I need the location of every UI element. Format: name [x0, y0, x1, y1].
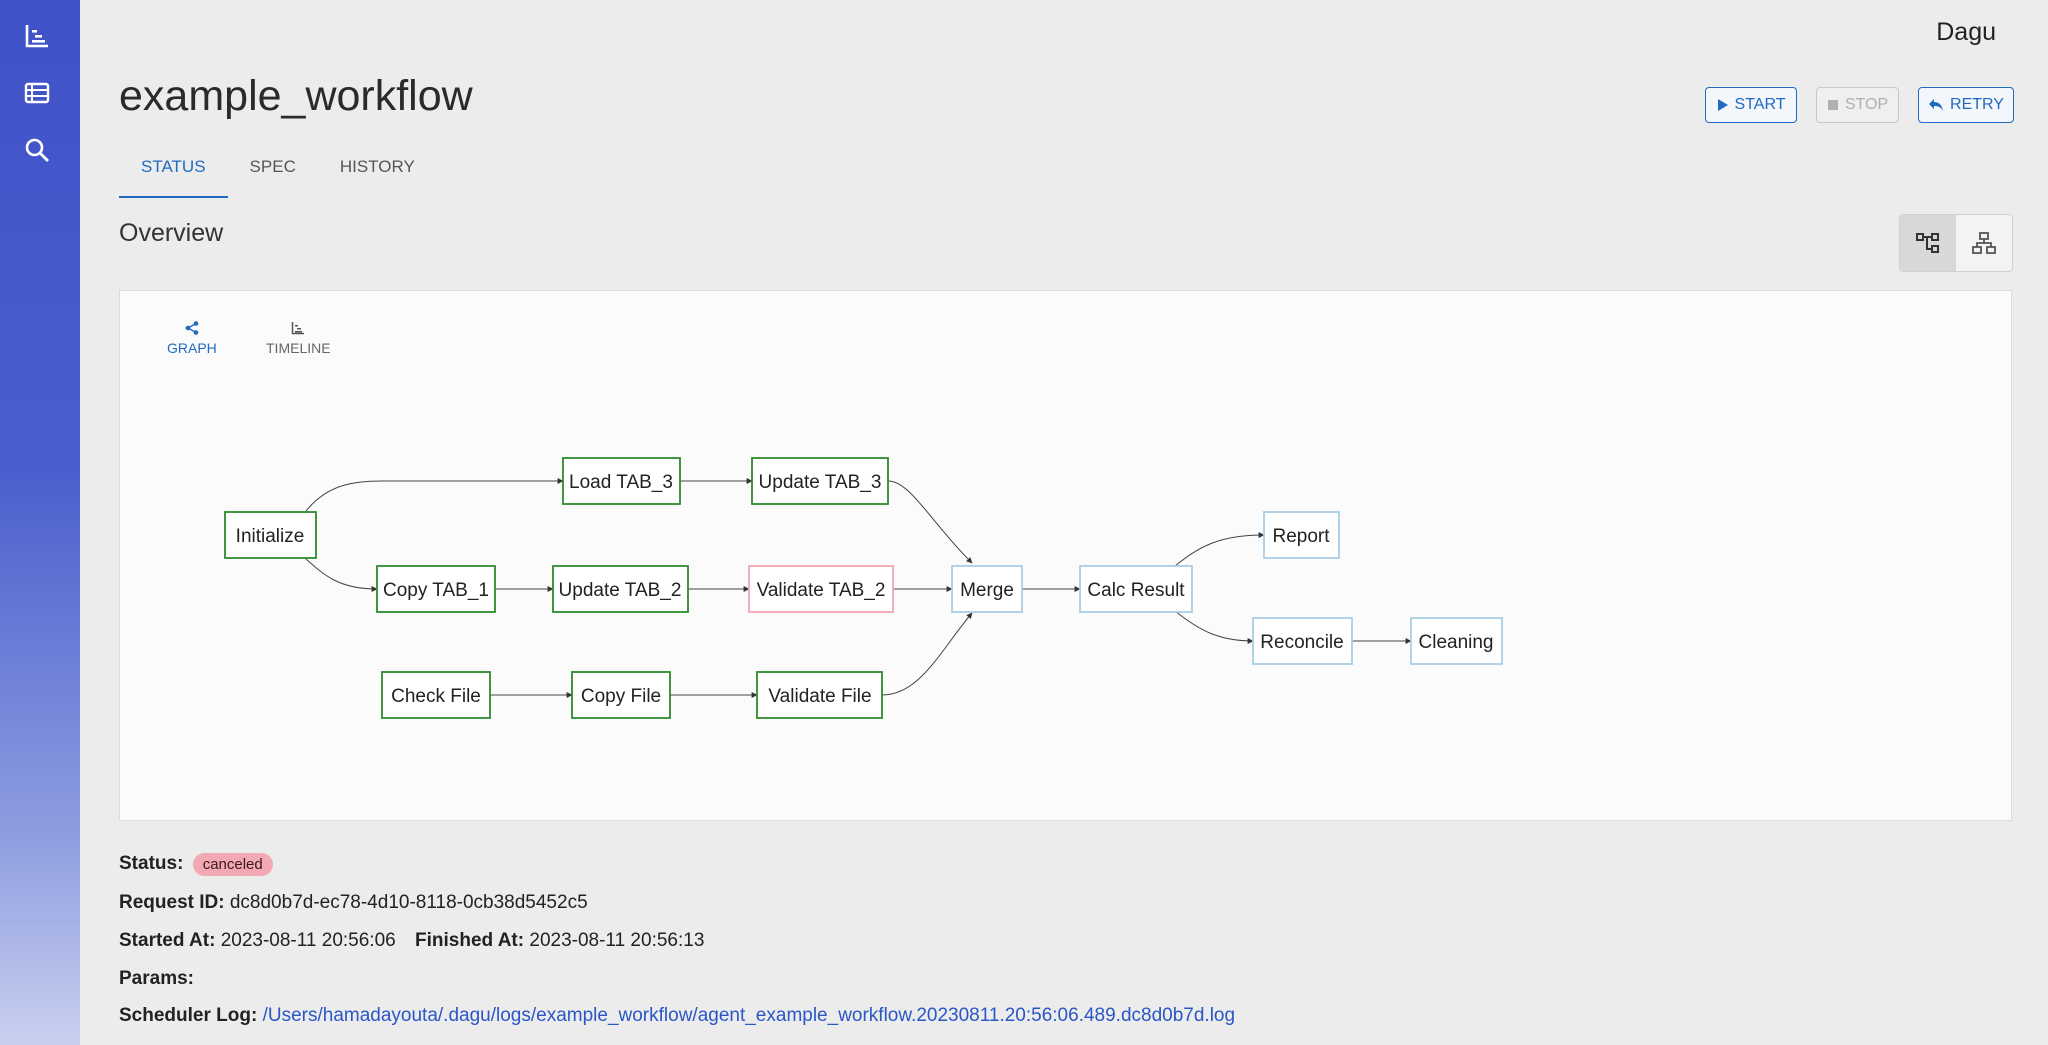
chart-icon [25, 25, 48, 48]
node-label: Initialize [236, 526, 305, 547]
scheduler-log-row: Scheduler Log: /Users/hamadayouta/.dagu/… [119, 1005, 1235, 1027]
status-label: Status: [119, 853, 184, 874]
vertical-layout-button[interactable] [1956, 215, 2012, 271]
nav-dashboard-button[interactable] [20, 19, 54, 53]
share-icon [185, 321, 199, 335]
vertical-tree-icon [1972, 232, 1996, 254]
started-label: Started At: [119, 930, 216, 951]
sidebar [0, 0, 80, 1045]
node-label: Check File [391, 686, 481, 707]
timeline-icon [292, 322, 305, 335]
node-label: Validate File [768, 686, 871, 707]
nav-workflows-button[interactable] [20, 76, 54, 110]
scheduler-log-label: Scheduler Log: [119, 1005, 258, 1026]
node-validate-file[interactable]: Validate File [756, 671, 883, 719]
graph-direction-toggle [1899, 214, 2013, 272]
node-label: Update TAB_2 [559, 580, 682, 601]
time-row: Started At: 2023-08-11 20:56:06 Finished… [119, 930, 704, 952]
node-update-tab3[interactable]: Update TAB_3 [751, 457, 889, 505]
status-row: Status: canceled [119, 853, 273, 876]
node-label: Load TAB_3 [569, 472, 673, 493]
node-reconcile[interactable]: Reconcile [1252, 617, 1353, 665]
tab-bar: STATUS SPEC HISTORY [119, 150, 437, 198]
finished-label: Finished At: [415, 930, 525, 951]
node-report[interactable]: Report [1263, 511, 1340, 559]
node-label: Report [1272, 526, 1330, 547]
node-update-tab2[interactable]: Update TAB_2 [552, 565, 689, 613]
graph-edges [305, 478, 1412, 698]
retry-label: RETRY [1950, 96, 2004, 113]
stop-icon [1827, 100, 1838, 110]
stop-button[interactable]: STOP [1816, 87, 1899, 123]
search-icon [25, 138, 49, 162]
node-check-file[interactable]: Check File [381, 671, 491, 719]
node-copy-file[interactable]: Copy File [571, 671, 671, 719]
request-id-row: Request ID: dc8d0b7d-ec78-4d10-8118-0cb3… [119, 892, 588, 914]
start-button[interactable]: START [1705, 87, 1797, 123]
request-id-value: dc8d0b7d-ec78-4d10-8118-0cb38d5452c5 [229, 892, 588, 913]
tab-timeline[interactable]: TIMELINE [266, 321, 331, 356]
edge-calc-result-reconcile [1174, 610, 1254, 644]
node-copy-tab1[interactable]: Copy TAB_1 [376, 565, 496, 613]
node-label: Reconcile [1260, 632, 1343, 653]
tab-spec[interactable]: SPEC [249, 157, 296, 176]
edge-initialize-load-tab3 [305, 478, 564, 512]
overview-title: Overview [119, 219, 224, 247]
node-load-tab3[interactable]: Load TAB_3 [562, 457, 681, 505]
request-id-label: Request ID: [119, 892, 225, 913]
edge-calc-result-report [1174, 532, 1265, 567]
tab-history[interactable]: HISTORY [339, 157, 415, 176]
node-label: Copy File [581, 686, 661, 707]
edge-update-tab3-merge [887, 480, 973, 564]
play-icon [1717, 99, 1728, 111]
params-label: Params: [119, 968, 194, 989]
tab-graph[interactable]: GRAPH [167, 321, 217, 356]
params-row: Params: [119, 968, 194, 990]
status-badge: canceled [192, 853, 273, 876]
horizontal-layout-button[interactable] [1900, 215, 1956, 271]
retry-button[interactable]: RETRY [1918, 87, 2014, 123]
tab-status[interactable]: STATUS [119, 150, 228, 198]
page-title: example_workflow [119, 72, 473, 120]
app-name: Dagu [1936, 18, 1996, 46]
node-cleaning[interactable]: Cleaning [1410, 617, 1503, 665]
scheduler-log-link[interactable]: /Users/hamadayouta/.dagu/logs/example_wo… [262, 1005, 1236, 1026]
nav-search-button[interactable] [20, 133, 54, 167]
horizontal-tree-icon [1916, 233, 1939, 253]
started-value: 2023-08-11 20:56:06 [220, 930, 396, 951]
node-label: Merge [960, 580, 1014, 601]
graph-panel: GRAPH TIMELINE [119, 290, 2012, 821]
workflow-graph: Initialize Load TAB_3 Update TAB_3 Copy … [224, 457, 1503, 719]
tab-graph-label: GRAPH [167, 340, 217, 356]
tab-timeline-label: TIMELINE [266, 340, 331, 356]
node-label: Update TAB_3 [759, 472, 882, 493]
edge-validate-file-merge [881, 612, 973, 696]
node-initialize[interactable]: Initialize [224, 511, 317, 559]
stop-label: STOP [1844, 96, 1889, 113]
node-validate-tab2[interactable]: Validate TAB_2 [748, 565, 894, 613]
edge-initialize-copy-tab1 [305, 558, 378, 592]
start-label: START [1734, 96, 1786, 113]
node-label: Validate TAB_2 [757, 580, 886, 601]
reply-icon [1929, 99, 1944, 111]
node-calc-result[interactable]: Calc Result [1079, 565, 1193, 613]
finished-value: 2023-08-11 20:56:13 [529, 930, 705, 951]
node-label: Calc Result [1087, 580, 1185, 601]
node-merge[interactable]: Merge [951, 565, 1023, 613]
list-icon [24, 82, 50, 104]
node-label: Cleaning [1419, 632, 1494, 653]
node-label: Copy TAB_1 [383, 580, 489, 601]
